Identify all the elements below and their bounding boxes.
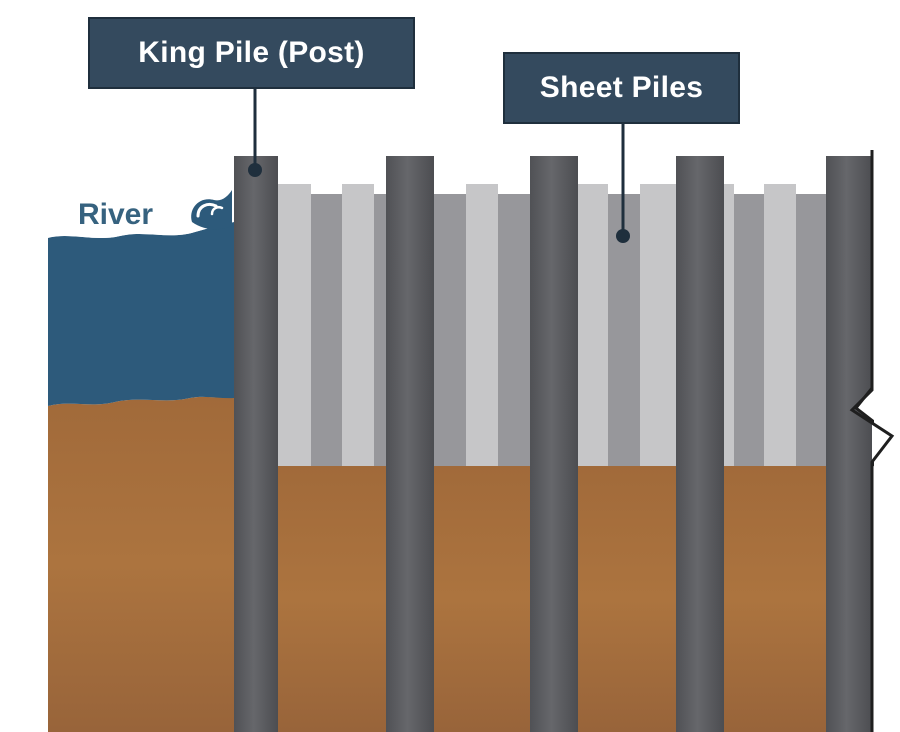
river-bed-soil xyxy=(48,396,234,732)
water-surface-foam xyxy=(46,216,234,238)
sheet-piles-leader-dot xyxy=(616,229,630,243)
king-piles xyxy=(234,156,872,732)
king-pile xyxy=(234,156,278,732)
king-pile xyxy=(676,156,724,732)
sheet-pile xyxy=(724,184,734,466)
sheet-pile xyxy=(278,184,311,466)
king-pile xyxy=(826,156,872,732)
sheet-pile xyxy=(640,184,676,466)
break-line-zigzag xyxy=(849,150,895,732)
river-water xyxy=(48,222,234,406)
sheet-pile xyxy=(498,194,530,466)
wave-icon xyxy=(191,190,232,230)
king-pile-label: King Pile (Post) xyxy=(88,17,415,89)
sheet-pile xyxy=(796,194,826,466)
sheet-pile xyxy=(734,194,764,466)
sheet-piles xyxy=(278,184,826,466)
king-pile-leader-dot xyxy=(248,163,262,177)
sheet-pile xyxy=(342,184,374,466)
king-pile xyxy=(386,156,434,732)
sheet-pile xyxy=(764,184,796,466)
sheet-piles-label: Sheet Piles xyxy=(503,52,740,124)
king-pile xyxy=(530,156,578,732)
river-label: River xyxy=(78,198,154,231)
sheet-pile xyxy=(311,194,342,466)
sheet-pile xyxy=(578,184,608,466)
sheet-pile xyxy=(466,184,498,466)
sheet-pile xyxy=(374,194,386,466)
sheet-pile xyxy=(434,194,466,466)
